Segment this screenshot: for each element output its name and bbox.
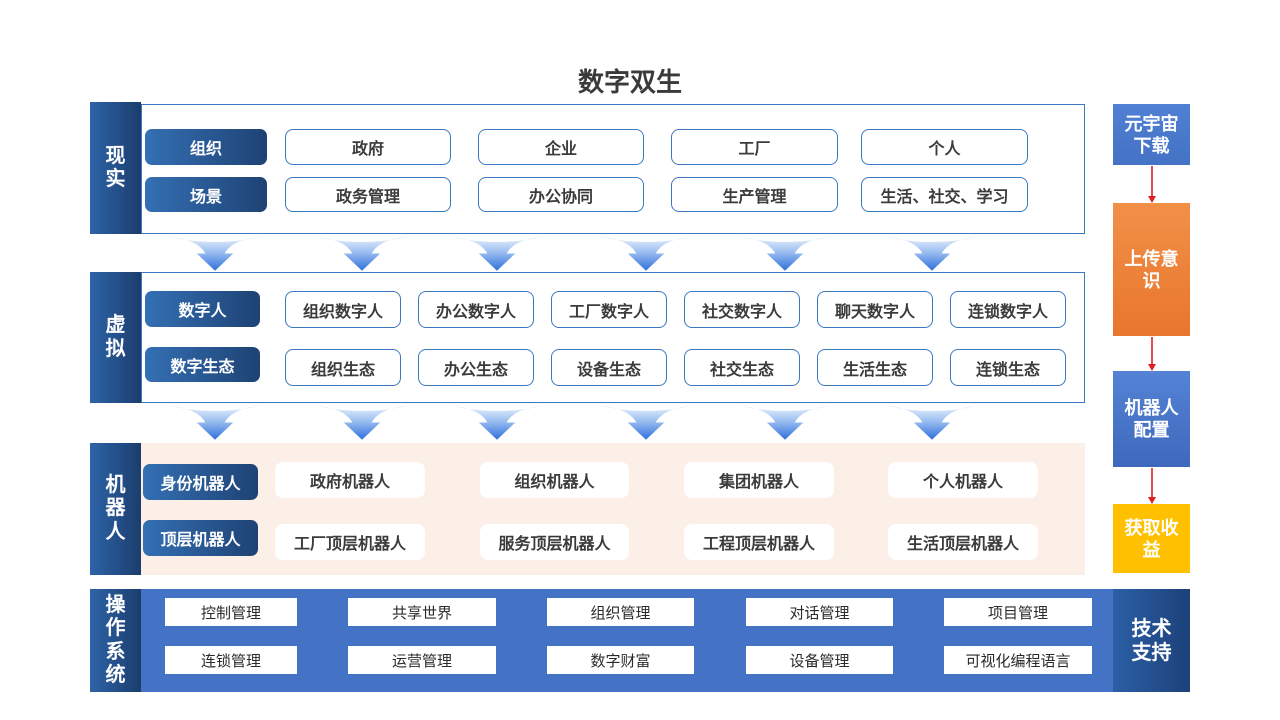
- os-item: 项目管理: [944, 598, 1092, 626]
- virtual-item: 工厂数字人: [551, 291, 667, 328]
- red-down-arrow-icon: [1148, 468, 1156, 504]
- side-box-line: 下载: [1133, 135, 1170, 156]
- down-arrow-icon: [884, 405, 980, 440]
- reality-item: 政务管理: [285, 177, 451, 212]
- side-box-line: 机器人: [1124, 398, 1179, 418]
- reality-item: 工厂: [671, 129, 838, 165]
- os-item: 可视化编程语言: [944, 646, 1092, 674]
- down-arrow-icon: [167, 405, 263, 440]
- robot-item: 政府机器人: [275, 462, 425, 498]
- reality-panel: [141, 104, 1085, 234]
- down-arrow-icon: [314, 405, 410, 440]
- layer-label-robot: 机器人: [90, 443, 141, 575]
- robot-item: 集团机器人: [684, 462, 834, 498]
- layer-label-text: 现实: [105, 144, 126, 191]
- virtual-item: 聊天数字人: [817, 291, 933, 328]
- diagram-title: 数字双生: [577, 66, 682, 97]
- side-box-line: 支持: [1131, 641, 1172, 664]
- virtual-item: 生活生态: [817, 349, 933, 386]
- virtual-item: 连锁生态: [950, 349, 1066, 386]
- os-item: 共享世界: [348, 598, 496, 626]
- virtual-item: 办公生态: [418, 349, 534, 386]
- os-item: 数字财富: [547, 646, 694, 674]
- reality-item: 生产管理: [671, 177, 838, 212]
- virtual-item: 办公数字人: [418, 291, 534, 328]
- down-arrow-icon: [314, 236, 410, 271]
- os-item: 控制管理: [165, 598, 297, 626]
- virtual-item: 设备生态: [551, 349, 667, 386]
- virtual-item: 组织生态: [285, 349, 401, 386]
- layer-label-reality: 现实: [90, 102, 141, 234]
- side-box-line: 配置: [1133, 420, 1170, 440]
- reality-item: 办公协同: [478, 177, 644, 212]
- metaverse-download-box: 元宇宙 下载: [1113, 104, 1190, 165]
- robot-item: 服务顶层机器人: [480, 524, 629, 560]
- down-arrow-icon: [167, 236, 263, 271]
- virtual-item: 社交生态: [684, 349, 800, 386]
- down-arrow-icon: [884, 236, 980, 271]
- side-box-line: 元宇宙: [1124, 113, 1179, 134]
- os-item: 组织管理: [547, 598, 694, 626]
- tag-organization: 组织: [145, 129, 267, 165]
- gain-revenue-box: 获取收 益: [1113, 504, 1190, 573]
- os-item: 设备管理: [746, 646, 893, 674]
- side-box-line: 识: [1142, 270, 1161, 291]
- os-item: 连锁管理: [165, 646, 297, 674]
- virtual-item: 社交数字人: [684, 291, 800, 328]
- side-box-line: 技术: [1131, 617, 1172, 640]
- robot-item: 生活顶层机器人: [888, 524, 1038, 560]
- tag-top-level-robot: 顶层机器人: [143, 520, 258, 556]
- reality-item: 个人: [861, 129, 1028, 165]
- layer-label-text: 机器人: [105, 473, 126, 543]
- down-arrow-icon: [598, 236, 694, 271]
- robot-item: 工程顶层机器人: [684, 524, 834, 560]
- down-arrow-icon: [449, 405, 545, 440]
- layer-label-os: 操作系统: [90, 589, 141, 692]
- reality-item: 企业: [478, 129, 644, 165]
- layer-label-text: 虚拟: [105, 314, 126, 360]
- robot-item: 组织机器人: [480, 462, 629, 498]
- layer-label-virtual: 虚拟: [90, 272, 141, 403]
- reality-item: 生活、社交、学习: [861, 177, 1028, 212]
- tag-digital-human: 数字人: [145, 291, 260, 327]
- robot-item: 个人机器人: [888, 462, 1038, 498]
- side-box-line: 益: [1142, 539, 1161, 560]
- reality-item: 政府: [285, 129, 451, 165]
- red-down-arrow-icon: [1148, 337, 1156, 371]
- down-arrow-icon: [737, 236, 833, 271]
- layer-label-text: 操作系统: [105, 593, 126, 687]
- side-box-line: 获取收: [1124, 517, 1179, 538]
- os-item: 对话管理: [746, 598, 893, 626]
- down-arrow-icon: [598, 405, 694, 440]
- down-arrow-icon: [737, 405, 833, 440]
- tag-scenario: 场景: [145, 177, 267, 212]
- robot-item: 工厂顶层机器人: [275, 524, 425, 560]
- down-arrow-icon: [449, 236, 545, 271]
- os-item: 运营管理: [348, 646, 496, 674]
- virtual-item: 连锁数字人: [950, 291, 1066, 328]
- side-box-line: 上传意: [1124, 248, 1179, 269]
- red-down-arrow-icon: [1148, 166, 1156, 203]
- robot-config-box: 机器人 配置: [1113, 371, 1190, 467]
- tech-support-box: 技术 支持: [1113, 589, 1190, 692]
- tag-digital-ecosystem: 数字生态: [145, 347, 260, 382]
- tag-identity-robot: 身份机器人: [143, 464, 258, 500]
- virtual-item: 组织数字人: [285, 291, 401, 328]
- upload-consciousness-box: 上传意 识: [1113, 203, 1190, 336]
